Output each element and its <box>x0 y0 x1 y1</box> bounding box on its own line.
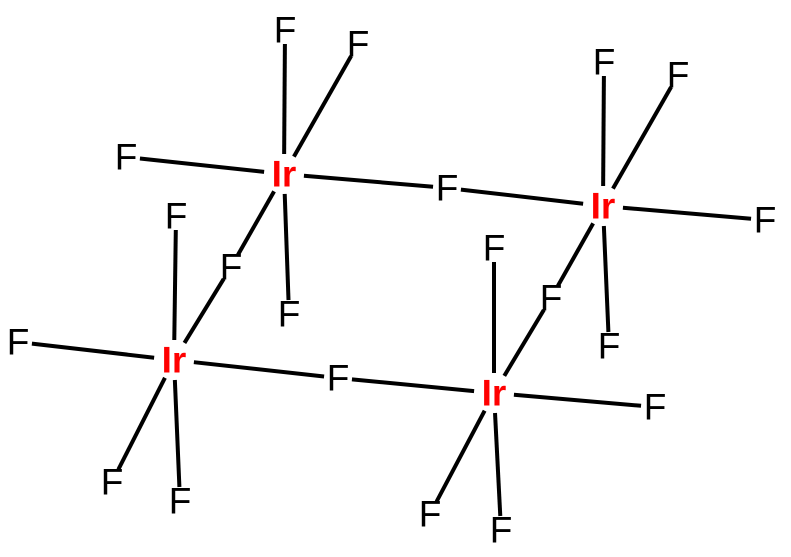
fluorine-atom-label: F <box>165 196 188 237</box>
bond-ir1-f1 <box>282 43 287 155</box>
fluorine-atom-label: F <box>327 358 350 399</box>
bond-ir3-f12 <box>31 341 155 360</box>
bond-ir3-fb2 <box>193 360 325 379</box>
fluorine-atom-label: F <box>754 200 777 241</box>
bond-ir1-f4 <box>236 190 276 256</box>
fluorine-atom-label: F <box>220 247 243 288</box>
bond-ir1-f5 <box>282 193 291 301</box>
fluorine-atom-label: F <box>483 228 506 269</box>
fluorine-atom-label: F <box>598 326 621 367</box>
fluorine-atom-label: F <box>7 322 30 363</box>
bond-ir2-f8 <box>622 205 752 221</box>
fluorine-atom-label: F <box>540 278 563 319</box>
fluorine-atom-label: F <box>115 137 138 178</box>
bond-ir4-fb2 <box>351 377 475 394</box>
bond-layer <box>31 43 752 517</box>
fluorine-atom-label: F <box>419 494 442 535</box>
fluorine-atom-label: F <box>220 247 243 288</box>
fluorine-atom-label: F <box>667 55 690 96</box>
fluorine-atom-label: F <box>347 24 370 65</box>
bond-ir4-f17 <box>502 308 546 377</box>
fluorine-atom-label: F <box>436 168 459 209</box>
bond-ir4-f18 <box>513 392 642 408</box>
fluorine-atom-label: F <box>490 510 513 551</box>
bond-ir2-f6 <box>601 75 606 187</box>
bond-ir3-f15 <box>182 277 226 344</box>
bond-ir2-f9 <box>556 222 595 287</box>
fluorine-atom-label: F <box>593 42 616 83</box>
bond-ir4-f20 <box>493 412 503 517</box>
bond-ir2-f10 <box>601 225 611 333</box>
iridium-atom-label: Ir <box>162 340 187 381</box>
fluorine-atom-label: F <box>274 10 297 51</box>
iridium-atom-label: Ir <box>591 186 616 227</box>
bond-ir2-f7 <box>611 86 673 190</box>
fluorine-atom-label: F <box>169 481 192 522</box>
bond-ir1-f3 <box>139 156 265 174</box>
fluorine-atom-label: F <box>278 294 301 335</box>
bond-ir3-f13 <box>116 376 167 471</box>
fluorine-atom-label: F <box>101 462 124 503</box>
fluorine-atom-label: F <box>644 387 667 428</box>
iridium-atom-label: Ir <box>482 373 507 414</box>
bond-ir1-fb1 <box>303 173 434 189</box>
fluorine-atom-label: F <box>540 278 563 319</box>
iridium-atom-label: Ir <box>272 154 297 195</box>
bond-ir1-f2 <box>292 55 353 158</box>
bond-ir3-f14 <box>172 379 182 488</box>
bond-ir3-f11 <box>172 229 178 341</box>
bond-ir2-fb1 <box>460 187 584 206</box>
bond-ir4-f19 <box>434 409 487 503</box>
